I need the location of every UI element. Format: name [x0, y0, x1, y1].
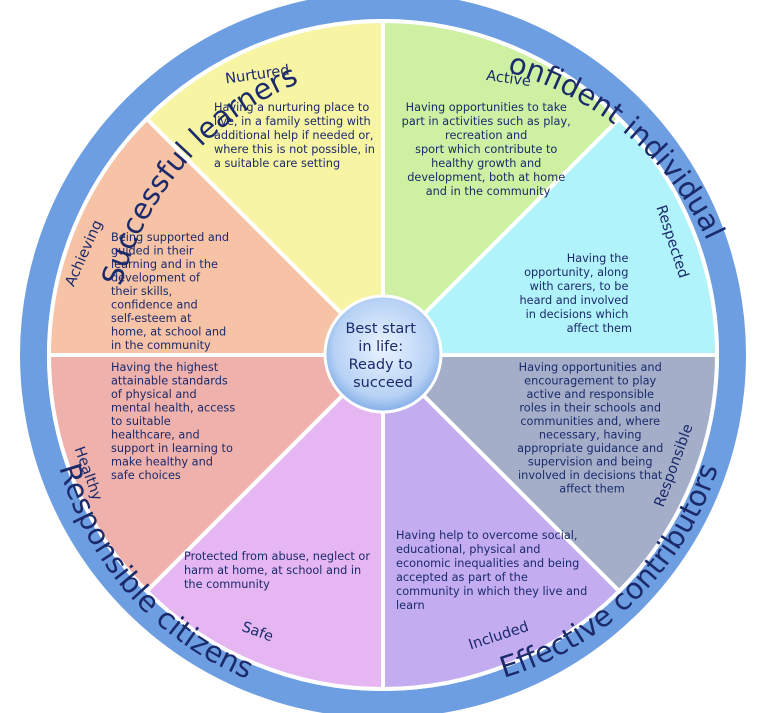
segment-body-achieving: Being supported and guided in their lear… — [111, 231, 233, 352]
segment-body-healthy: Having the highest attainable standards … — [111, 361, 239, 482]
segment-group — [46, 18, 720, 692]
segment-body-included: Having help to overcome social, educatio… — [396, 529, 591, 612]
segment-body-nurtured: Having a nurturing place to live, in a f… — [214, 101, 379, 170]
segment-respected — [378, 353, 720, 595]
segment-responsible — [381, 350, 623, 692]
segment-body-respected: Having the opportunity, along with carer… — [519, 252, 632, 335]
segment-title-active: Active — [485, 68, 532, 90]
segment-body-responsible: Having opportunities and encouragement t… — [517, 361, 667, 496]
segment-active — [378, 115, 720, 357]
segment-achieving — [143, 18, 385, 360]
segment-safe — [46, 353, 388, 595]
segment-body-active: Having opportunities to take part in act… — [402, 101, 575, 198]
segment-body-safe: Protected from abuse, neglect or harm at… — [184, 550, 374, 591]
segment-included — [143, 350, 385, 692]
segment-healthy — [46, 115, 388, 357]
center-hub — [323, 294, 443, 414]
segment-nurtured — [381, 18, 623, 360]
center-label: Best start in life: Ready to succeed — [345, 321, 420, 391]
